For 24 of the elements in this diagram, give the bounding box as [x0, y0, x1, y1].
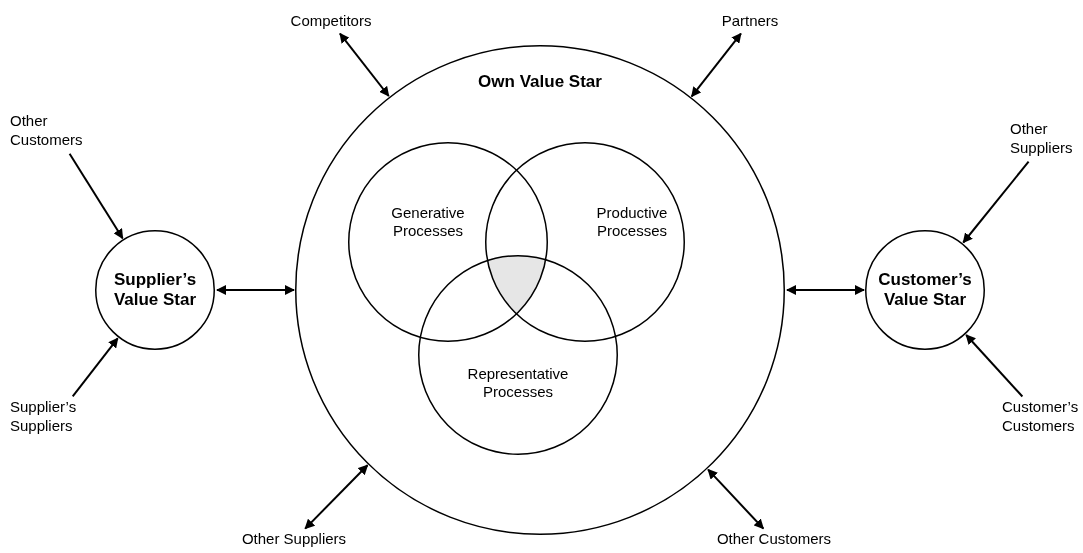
stakeholder-label: Supplier’s Suppliers	[10, 398, 102, 436]
stakeholder-label: Other Customers	[10, 112, 102, 150]
arrow	[707, 468, 765, 530]
circle-title: Supplier’s Value Star	[112, 269, 198, 311]
arrow	[690, 32, 742, 98]
arrow	[965, 334, 1024, 398]
stakeholder-label: Partners	[712, 12, 788, 31]
circle-title: Productive Processes	[595, 204, 669, 240]
arrow	[71, 337, 119, 398]
arrow	[339, 32, 390, 97]
stakeholder-label: Other Suppliers	[1010, 120, 1082, 158]
stakeholder-label: Other Suppliers	[232, 530, 356, 549]
arrow	[304, 464, 369, 530]
circle-title: Own Value Star	[477, 71, 603, 93]
stakeholder-label: Other Customers	[712, 530, 836, 549]
arrow	[68, 152, 124, 240]
stakeholder-label: Customer’s Customers	[1002, 398, 1082, 436]
arrow	[962, 160, 1030, 244]
circle-title: Representative Processes	[466, 365, 570, 401]
stakeholder-label: Competitors	[276, 12, 386, 31]
arrow	[216, 285, 295, 295]
circle-title: Customer’s Value Star	[877, 269, 973, 311]
arrow	[786, 285, 865, 295]
circle-title: Generative Processes	[390, 204, 466, 240]
